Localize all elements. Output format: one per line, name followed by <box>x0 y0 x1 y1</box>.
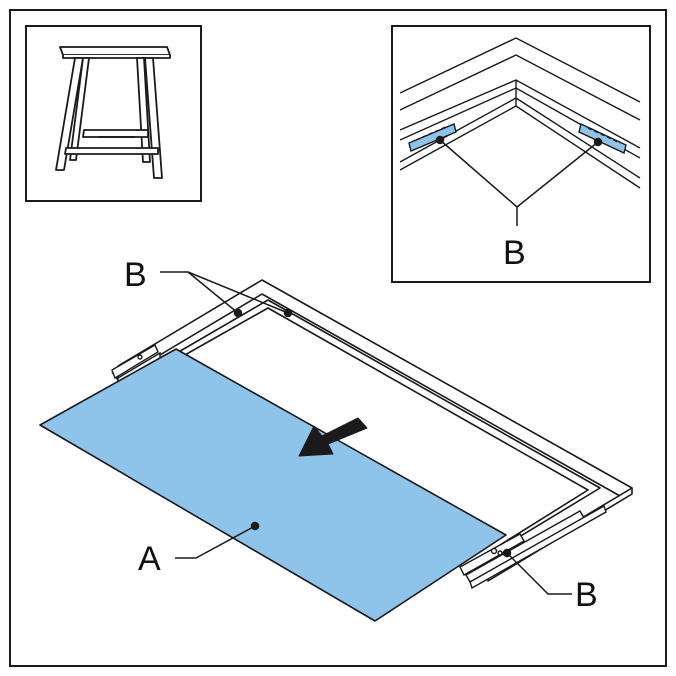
sawhorse-icon <box>55 46 171 179</box>
clip-right <box>578 123 627 154</box>
panel-a <box>39 348 507 622</box>
main-leaders <box>160 271 572 595</box>
sawhorse-inset <box>25 25 202 202</box>
arrow-icon <box>298 417 368 457</box>
clip-detail-frame <box>391 25 651 283</box>
clip-detail-label: B <box>503 234 526 272</box>
label-a: A <box>138 540 161 578</box>
clip-left <box>408 123 457 152</box>
clip-detail-leaders <box>435 135 603 226</box>
clip-detail-inset: B <box>391 25 651 283</box>
right-rail-hardware <box>459 504 607 590</box>
label-b-top: B <box>124 256 147 294</box>
label-b-bottom: B <box>575 576 598 614</box>
